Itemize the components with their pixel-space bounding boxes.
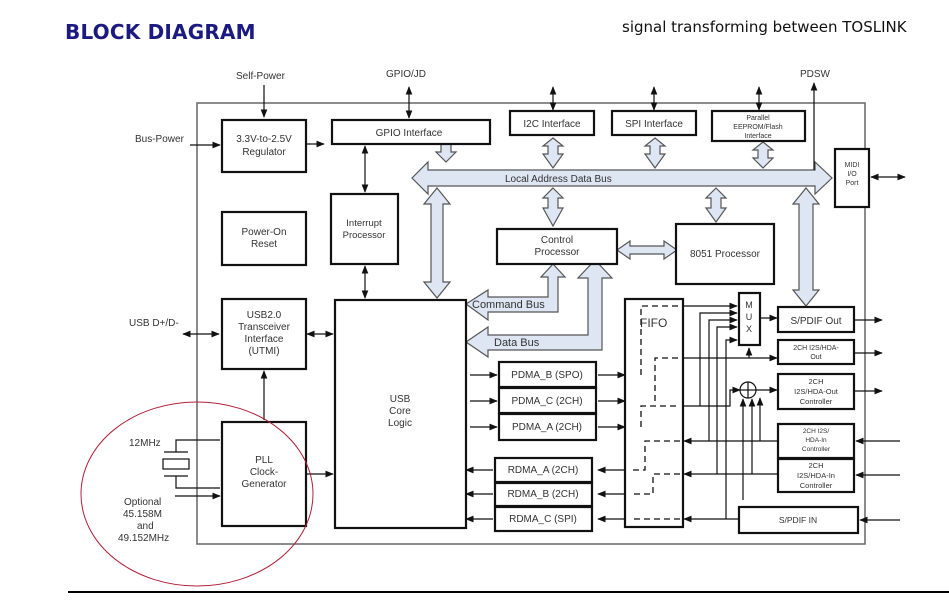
svg-text:Controller: Controller	[800, 397, 833, 406]
svg-text:Processor: Processor	[534, 247, 580, 258]
bus-connectors	[422, 135, 821, 307]
chip-boundary	[196, 102, 866, 545]
block-spdif-out: S/PDIF Out	[776, 305, 856, 334]
block-spdif-in: S/PDIF IN	[737, 505, 860, 535]
block-interrupt-processor: Interrupt Processor	[329, 192, 400, 266]
svg-text:X: X	[746, 324, 752, 334]
fifo-dashed-paths	[630, 305, 680, 520]
block-power-on-reset: Power-On Reset	[220, 210, 308, 267]
svg-text:3.3V-to-2.5V: 3.3V-to-2.5V	[236, 134, 292, 145]
signal-lines	[162, 82, 906, 524]
svg-text:Generator: Generator	[241, 479, 287, 490]
usb-dpdm-label: USB D+/D-	[129, 318, 179, 329]
svg-text:2CH: 2CH	[808, 377, 823, 386]
svg-text:Logic: Logic	[388, 418, 412, 429]
svg-text:MIDI: MIDI	[845, 162, 860, 169]
svg-text:FIFO: FIFO	[640, 316, 667, 330]
rdma-blocks: RDMA_A (2CH) RDMA_B (2CH) RDMA_C (SPI)	[493, 456, 594, 533]
svg-text:Processor: Processor	[343, 230, 386, 241]
self-power-label: Self-Power	[236, 71, 286, 82]
local-bus-label: Local Address Data Bus	[505, 174, 612, 185]
block-i2s-hda-in-controller-1: 2CH I2S/ HDA-In Controller	[776, 422, 856, 460]
svg-text:Interface: Interface	[245, 334, 284, 345]
svg-text:(UTMI): (UTMI)	[248, 346, 279, 357]
pdma-b-label: PDMA_B (SPO)	[511, 370, 583, 381]
svg-text:I2S/HDA-Out: I2S/HDA-Out	[794, 387, 839, 396]
block-spi-interface: SPI Interface	[610, 109, 698, 137]
svg-text:I/O: I/O	[847, 171, 857, 178]
block-i2s-hda-out: 2CH I2S/HDA- Out	[776, 338, 856, 366]
svg-text:Regulator: Regulator	[242, 147, 286, 158]
svg-text:USB: USB	[390, 394, 411, 405]
svg-text:U: U	[746, 312, 753, 322]
command-bus	[464, 263, 567, 322]
command-bus-label: Command Bus	[472, 299, 545, 311]
block-gpio-interface: GPIO Interface	[330, 118, 492, 146]
svg-text:8051 Processor: 8051 Processor	[690, 249, 761, 260]
svg-text:SPI Interface: SPI Interface	[625, 119, 683, 130]
data-bus-label: Data Bus	[494, 337, 540, 349]
svg-text:S/PDIF IN: S/PDIF IN	[779, 515, 817, 525]
svg-text:HDA-In: HDA-In	[805, 437, 827, 444]
bus-power-label: Bus-Power	[135, 134, 185, 145]
svg-text:49.152MHz: 49.152MHz	[118, 533, 169, 544]
svg-text:Clock-: Clock-	[250, 467, 278, 478]
svg-text:2CH: 2CH	[808, 461, 823, 470]
page-subtitle: signal transforming between TOSLINK	[622, 18, 907, 36]
page-title: BLOCK DIAGRAM	[65, 20, 256, 44]
pdma-blocks: PDMA_B (SPO) PDMA_C (2CH) PDMA_A (2CH)	[497, 360, 598, 442]
block-i2s-hda-out-controller: 2CH I2S/HDA-Out Controller	[776, 372, 856, 411]
block-mux: M U X	[737, 291, 762, 347]
svg-text:Parallel: Parallel	[746, 115, 770, 122]
crystal-freq-label: 12MHz	[129, 438, 161, 449]
svg-text:Transceiver: Transceiver	[238, 322, 291, 333]
rdma-c-label: RDMA_C (SPI)	[509, 514, 577, 525]
svg-text:GPIO Interface: GPIO Interface	[376, 128, 443, 139]
svg-text:EEPROM/Flash: EEPROM/Flash	[733, 124, 783, 131]
local-address-data-bus	[411, 160, 833, 196]
svg-text:Out: Out	[810, 354, 821, 361]
svg-text:2CH I2S/: 2CH I2S/	[803, 428, 830, 435]
block-midi-port: MIDI I/O Port	[833, 147, 871, 209]
pdma-c-label: PDMA_C (2CH)	[511, 396, 582, 407]
block-usb-transceiver: USB2.0 Transceiver Interface (UTMI)	[220, 297, 308, 371]
svg-text:and: and	[137, 521, 154, 532]
svg-text:USB2.0: USB2.0	[247, 310, 282, 321]
svg-text:I2S/HDA-In: I2S/HDA-In	[797, 471, 835, 480]
svg-text:Port: Port	[846, 180, 859, 187]
block-pll-clock-generator: PLL Clock- Generator	[220, 420, 308, 528]
svg-text:Optional: Optional	[124, 497, 161, 508]
svg-text:Reset: Reset	[251, 239, 277, 250]
svg-text:Interface: Interface	[744, 133, 771, 140]
highlight-ellipse	[80, 401, 314, 587]
optional-clock-label: Optional 45.158M and 49.152MHz	[118, 497, 169, 544]
svg-text:2CH I2S/HDA-: 2CH I2S/HDA-	[793, 345, 839, 352]
block-regulator: 3.3V-to-2.5V Regulator	[220, 118, 308, 174]
svg-text:45.158M: 45.158M	[123, 509, 162, 520]
svg-text:Power-On: Power-On	[241, 227, 286, 238]
svg-text:Controller: Controller	[800, 481, 833, 490]
pdma-a-label: PDMA_A (2CH)	[512, 422, 582, 433]
block-i2c-interface: I2C Interface	[508, 109, 596, 137]
rdma-a-label: RDMA_A (2CH)	[508, 465, 579, 476]
rdma-b-label: RDMA_B (2CH)	[507, 489, 578, 500]
block-usb-core-logic: USB Core Logic	[333, 298, 468, 530]
svg-text:S/PDIF Out: S/PDIF Out	[790, 316, 841, 327]
svg-text:I2C Interface: I2C Interface	[523, 119, 581, 130]
pdsw-label: PDSW	[800, 69, 831, 80]
gpio-jd-label: GPIO/JD	[386, 69, 426, 80]
svg-text:Interrupt: Interrupt	[346, 218, 382, 229]
block-8051-processor: 8051 Processor	[674, 222, 776, 286]
svg-text:PLL: PLL	[255, 455, 273, 466]
block-parallel-eeprom: Parallel EEPROM/Flash Interface	[710, 109, 807, 143]
svg-text:Control: Control	[541, 235, 573, 246]
svg-text:M: M	[745, 300, 753, 310]
block-control-processor: Control Processor	[495, 227, 619, 266]
block-fifo: FIFO	[623, 297, 685, 529]
svg-text:Controller: Controller	[802, 446, 831, 453]
svg-text:Core: Core	[389, 406, 411, 417]
block-i2s-hda-in-controller-2: 2CH I2S/HDA-In Controller	[776, 457, 856, 494]
